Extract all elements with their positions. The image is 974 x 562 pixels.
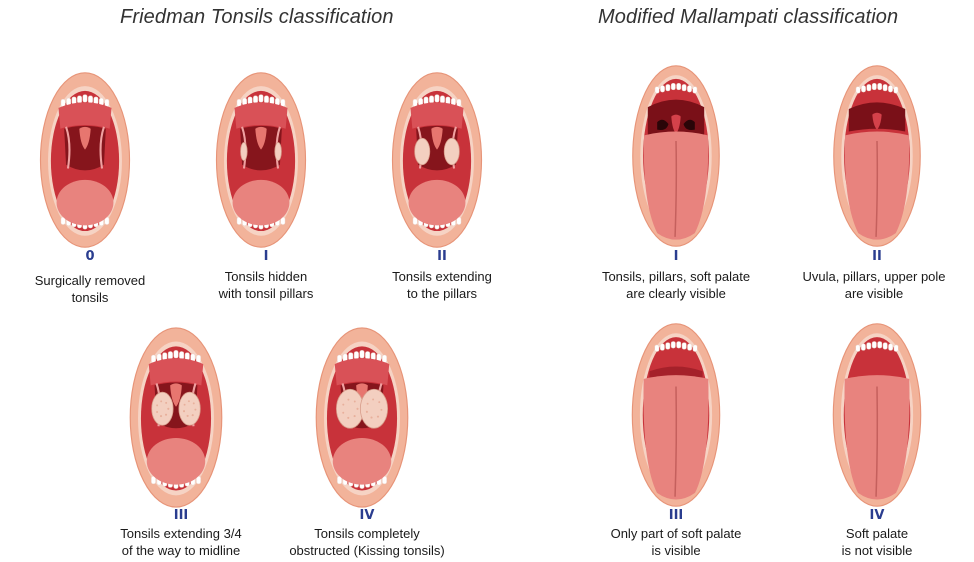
tongue [333, 438, 391, 485]
right-tonsil [444, 138, 459, 165]
left-tonsil [241, 142, 248, 160]
hard-palate [234, 102, 287, 129]
tooth [867, 84, 871, 91]
tooth [655, 345, 659, 352]
tooth [253, 96, 257, 104]
left-tonsil [415, 138, 430, 165]
friedman-title: Friedman Tonsils classification [120, 6, 394, 29]
mallampati-grade-3-numeral: III [626, 508, 726, 523]
tooth [878, 83, 882, 90]
tooth [88, 96, 92, 104]
tooth [83, 95, 87, 103]
tooth [693, 87, 697, 94]
tooth [179, 351, 183, 359]
tooth [440, 96, 444, 104]
tooth [872, 341, 876, 348]
tooth [174, 350, 178, 358]
mallampati-grade-1-numeral: I [626, 249, 726, 264]
tongue [409, 180, 466, 225]
friedman-grade-4-figure [312, 325, 412, 510]
friedman-grade-3-numeral: III [131, 508, 231, 523]
friedman-grade-0-figure [35, 70, 135, 250]
right-tonsil [179, 392, 200, 425]
hard-palate [335, 358, 390, 385]
right-tonsil [360, 389, 387, 428]
tooth [677, 83, 681, 90]
tooth [856, 87, 860, 94]
tooth [883, 343, 887, 350]
friedman-grade-2-figure [387, 70, 487, 250]
tooth [666, 343, 670, 350]
mallampati-title: Modified Mallampati classification [598, 6, 898, 29]
tooth [867, 343, 871, 350]
mallampati-grade-1-figure [621, 62, 731, 250]
tooth [660, 344, 664, 351]
friedman-grade-1-numeral: I [216, 249, 316, 264]
friedman-grade-3-figure [126, 325, 226, 510]
tooth [677, 341, 681, 348]
tooth [429, 96, 433, 104]
tooth [872, 83, 876, 90]
tooth [687, 344, 691, 351]
tooth [888, 344, 892, 351]
hard-palate [149, 358, 204, 385]
mallampati-grade-4-numeral: IV [827, 508, 927, 523]
friedman-grade-2-numeral: II [392, 249, 492, 264]
friedman-grade-1-figure [211, 70, 311, 250]
left-tonsil [336, 389, 363, 428]
friedman-grade-0-numeral: 0 [40, 249, 140, 264]
tooth [435, 95, 439, 103]
right-tonsil [275, 142, 282, 160]
tooth [682, 343, 686, 350]
tooth [671, 341, 675, 348]
tongue [233, 180, 290, 225]
mallampati-grade-2-numeral: II [827, 249, 927, 264]
tooth [888, 86, 892, 93]
mallampati-grade-4-figure [822, 320, 932, 510]
friedman-grade-3-caption: Tonsils extending 3/4of the way to midli… [86, 525, 276, 559]
tooth [168, 351, 172, 359]
hard-palate [58, 102, 111, 129]
tongue [147, 438, 205, 485]
tooth [365, 351, 369, 359]
hard-palate [410, 102, 463, 129]
tooth [693, 345, 697, 352]
tongue [57, 180, 114, 225]
tooth [861, 86, 865, 93]
tooth [264, 96, 268, 104]
left-tonsil [152, 392, 173, 425]
tooth [894, 87, 898, 94]
tooth [660, 86, 664, 93]
tooth [259, 95, 263, 103]
tooth [666, 84, 670, 91]
mallampati-grade-2-figure [822, 62, 932, 250]
tooth [883, 84, 887, 91]
tooth [77, 96, 81, 104]
tooth [354, 351, 358, 359]
tooth [682, 84, 686, 91]
tooth [894, 345, 898, 352]
friedman-grade-4-numeral: IV [317, 508, 417, 523]
tooth [655, 87, 659, 94]
mallampati-grade-3-figure [621, 320, 731, 510]
tooth [671, 83, 675, 90]
tooth [861, 344, 865, 351]
tooth [687, 86, 691, 93]
mallampati-grade-2-caption: Uvula, pillars, upper poleare visible [774, 268, 974, 302]
tooth [360, 350, 364, 358]
tooth [878, 341, 882, 348]
tooth [856, 345, 860, 352]
